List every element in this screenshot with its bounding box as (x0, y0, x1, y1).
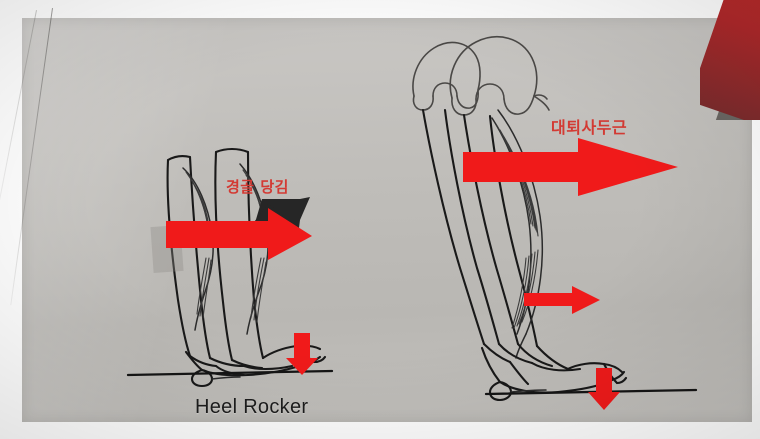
paper-sheet (22, 18, 752, 422)
tibia-pull-label: 경골 당김 (226, 178, 289, 196)
heel-load-arrow-right (588, 368, 620, 410)
heel-rocker-caption: Heel Rocker (195, 396, 309, 418)
heel-load-arrow-left (286, 333, 318, 375)
ground-line-left (126, 369, 334, 377)
quadriceps-label: 대퇴사두근 (551, 118, 628, 137)
quadriceps-force-arrow (463, 138, 678, 196)
tibia-forward-arrow-right (524, 286, 600, 314)
tibia-forward-arrow (166, 208, 312, 260)
right-leg-drawing (412, 36, 698, 402)
